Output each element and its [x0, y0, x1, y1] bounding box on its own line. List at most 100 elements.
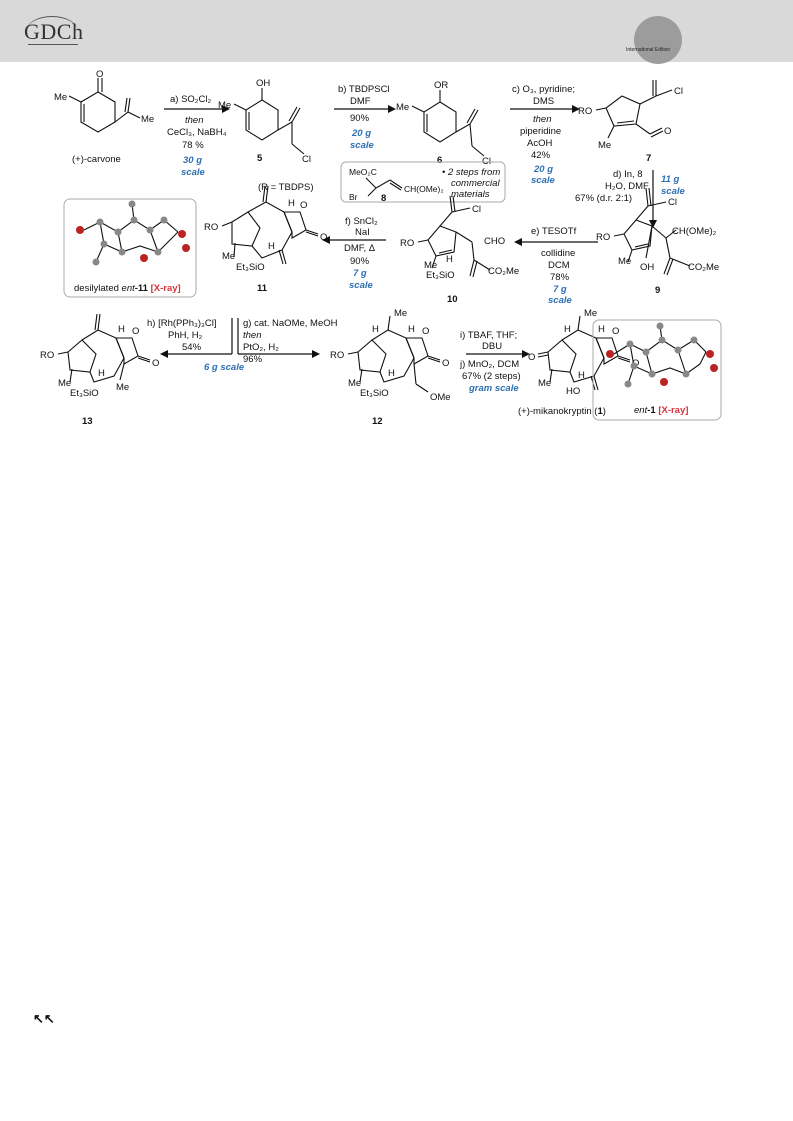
structure-10: RO Cl CHO CO₂Me Me H Et₃SiO 10 — [400, 195, 519, 305]
logo-underline — [28, 44, 78, 45]
atom-ro: RO — [40, 350, 54, 361]
structure-7: RO Cl O Me 7 — [578, 80, 683, 164]
atom-me: Me — [222, 251, 235, 262]
step-a-scale: 30 g — [183, 155, 202, 166]
atom-h: H — [598, 324, 605, 335]
atom-me: Me — [116, 382, 129, 393]
atom-co2me: CO₂Me — [688, 262, 719, 273]
atom-h: H — [98, 368, 105, 379]
atom-me: Me — [58, 378, 71, 389]
reagent-8-note: materials — [451, 189, 490, 200]
atom-me: Me — [396, 102, 409, 113]
step-c-then: then — [533, 114, 552, 125]
atom-me: Me — [141, 114, 154, 125]
step-ij-yield: 67% (2 steps) — [462, 371, 521, 382]
atom-ro: RO — [330, 350, 344, 361]
atom-et3sio: Et₃SiO — [426, 270, 455, 281]
arrowhead — [522, 350, 530, 358]
atom-ro: RO — [204, 222, 218, 233]
structure-5: OH Me Cl 5 — [218, 78, 311, 165]
atom-et3sio: Et₃SiO — [236, 262, 265, 273]
reagent-8-acetal: CH(OMe)₂ — [404, 184, 444, 194]
atom-h: H — [578, 370, 585, 381]
label-13: 13 — [82, 416, 93, 427]
step-a-then: then — [185, 115, 204, 126]
structure-11: RO H O O H Me Et₃SiO 11 — [204, 185, 327, 294]
label-12: 12 — [372, 416, 383, 427]
step-c-reagent4: AcOH — [527, 138, 552, 149]
label-9: 9 — [655, 285, 660, 296]
structure-carvone: O Me Me (+)-carvone — [54, 69, 154, 165]
step-c-reagent: c) O₃, pyridine; — [512, 84, 575, 95]
step-b-reagent: b) TBDPSCl — [338, 84, 390, 95]
atom-me: Me — [218, 100, 231, 111]
reagent-8-box — [340, 161, 506, 203]
reagent-8-note: commercial — [451, 178, 500, 189]
step-i-reagent: i) TBAF, THF; — [460, 330, 517, 341]
step-d-reagent2: H₂O, DMF — [605, 181, 649, 192]
step-ij-scale: gram scale — [468, 383, 519, 394]
atom-cl: Cl — [472, 204, 481, 215]
step-d-yield: 67% (d.r. 2:1) — [575, 193, 632, 204]
atom-cl: Cl — [668, 197, 677, 208]
step-b-reagent2: DMF — [350, 96, 371, 107]
label-10: 10 — [447, 294, 458, 305]
atom-me: Me — [598, 140, 611, 151]
step-g-yield: 96% — [243, 354, 263, 365]
atom-et3sio: Et₃SiO — [70, 388, 99, 399]
step-f-yield: 90% — [350, 256, 370, 267]
arrowhead — [572, 105, 580, 113]
atom-cl: Cl — [674, 86, 683, 97]
atom-or: OR — [434, 80, 448, 91]
label-mikanokryptin: (+)-mikanokryptin (1) — [518, 406, 606, 417]
atom-co2me: CO₂Me — [488, 266, 519, 277]
step-f-reagent3: DMF, Δ — [344, 243, 376, 254]
atom-me: Me — [54, 92, 67, 103]
step-a-reagent: a) SO₂Cl₂ — [170, 94, 211, 105]
step-g-reagent: g) cat. NaOMe, MeOH — [243, 318, 338, 329]
step-g-then: then — [243, 330, 262, 341]
xray-caption-2: ent-1 [X-ray] — [634, 405, 688, 416]
step-a-reagent2: CeCl₃, NaBH₄ — [167, 127, 227, 138]
atom-o: O — [528, 352, 535, 363]
structure-mikanokryptin: O H Me H O O H Me HO — [528, 308, 639, 397]
step-a-scale-word: scale — [181, 167, 205, 178]
back-navigation-icon[interactable]: ↖↖ — [33, 1011, 55, 1026]
structure-13: RO H O O H Me Et₃SiO Me 13 — [40, 313, 159, 427]
atom-h: H — [372, 324, 379, 335]
label-11: 11 — [257, 283, 268, 294]
atom-ro: RO — [578, 106, 592, 117]
step-h-yield: 54% — [182, 342, 202, 353]
arrowhead — [222, 105, 230, 113]
gdch-logo: GDCh — [24, 19, 84, 44]
atom-ch-ome2: CH(OMe)₂ — [672, 226, 717, 237]
step-i-reagent2: DBU — [482, 341, 502, 352]
step-f-scale: 7 g — [353, 268, 367, 279]
atom-ro: RO — [596, 232, 610, 243]
reagent-8-ester: MeO₂C — [349, 167, 377, 177]
arrowhead — [160, 350, 168, 358]
atom-o: O — [612, 326, 619, 337]
step-c-scale: 20 g — [533, 164, 553, 175]
step-b-yield: 90% — [350, 113, 370, 124]
atom-h: H — [268, 241, 275, 252]
xray-structure-ent-11 — [76, 200, 190, 266]
arrowhead — [649, 220, 657, 228]
atom-oh: OH — [640, 262, 654, 273]
atom-h: H — [408, 324, 415, 335]
step-e-reagent: e) TESOTf — [531, 226, 577, 237]
atom-ro: RO — [400, 238, 414, 249]
reagent-8-br: Br — [349, 192, 358, 202]
structure-6: OR Me Cl 6 — [396, 80, 491, 167]
arrowhead — [388, 105, 396, 113]
step-j-reagent: j) MnO₂, DCM — [459, 359, 519, 370]
structure-8: MeO₂C Br CH(OMe)₂ 8 — [349, 167, 444, 204]
step-e-yield: 78% — [550, 272, 570, 283]
step-h-reagent2: PhH, H₂ — [168, 330, 203, 341]
journal-badge — [634, 16, 682, 64]
step-c-reagent2: DMS — [533, 96, 554, 107]
step-c-reagent3: piperidine — [520, 126, 561, 137]
atom-h: H — [388, 368, 395, 379]
atom-h: H — [288, 198, 295, 209]
step-e-reagent3: DCM — [548, 260, 570, 271]
